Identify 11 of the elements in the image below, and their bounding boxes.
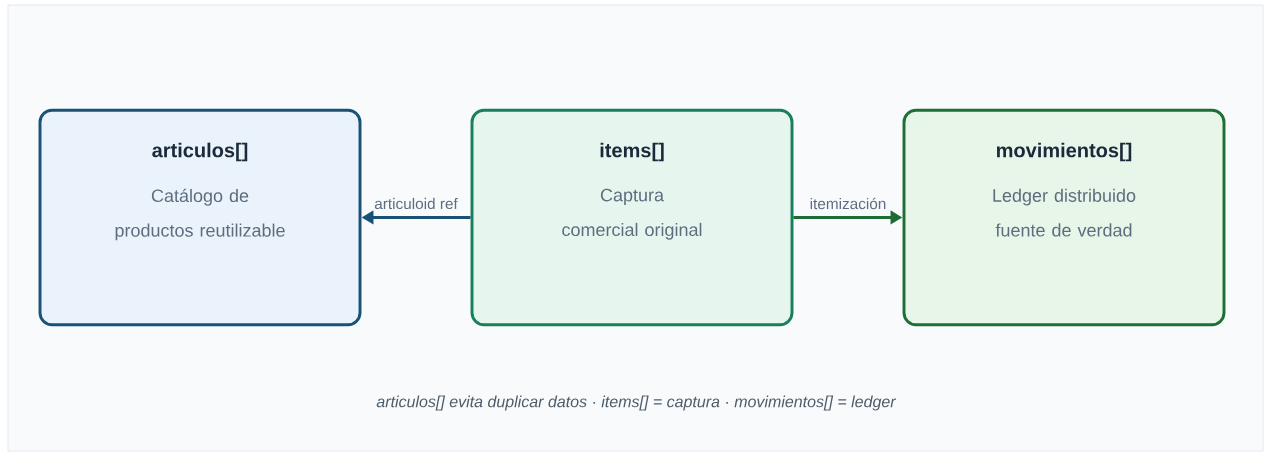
caption: articulos[] evita duplicar datos · items[] = captura · movimientos[] = ledger [376, 395, 897, 411]
process-box [902, 108, 1226, 327]
box-description: Captura comercial original [562, 188, 702, 240]
box-title: articulos[] [152, 142, 248, 162]
box-title: movimientos[] [997, 142, 1132, 162]
process-box [38, 108, 362, 327]
box-description: Ledger distribuido fuente de verdad [993, 188, 1136, 237]
process-box [470, 108, 794, 327]
box-title: items[] [600, 142, 664, 162]
box-description: Catálogo de productos reutilizable [115, 188, 285, 241]
edge-label: itemización [808, 196, 888, 211]
